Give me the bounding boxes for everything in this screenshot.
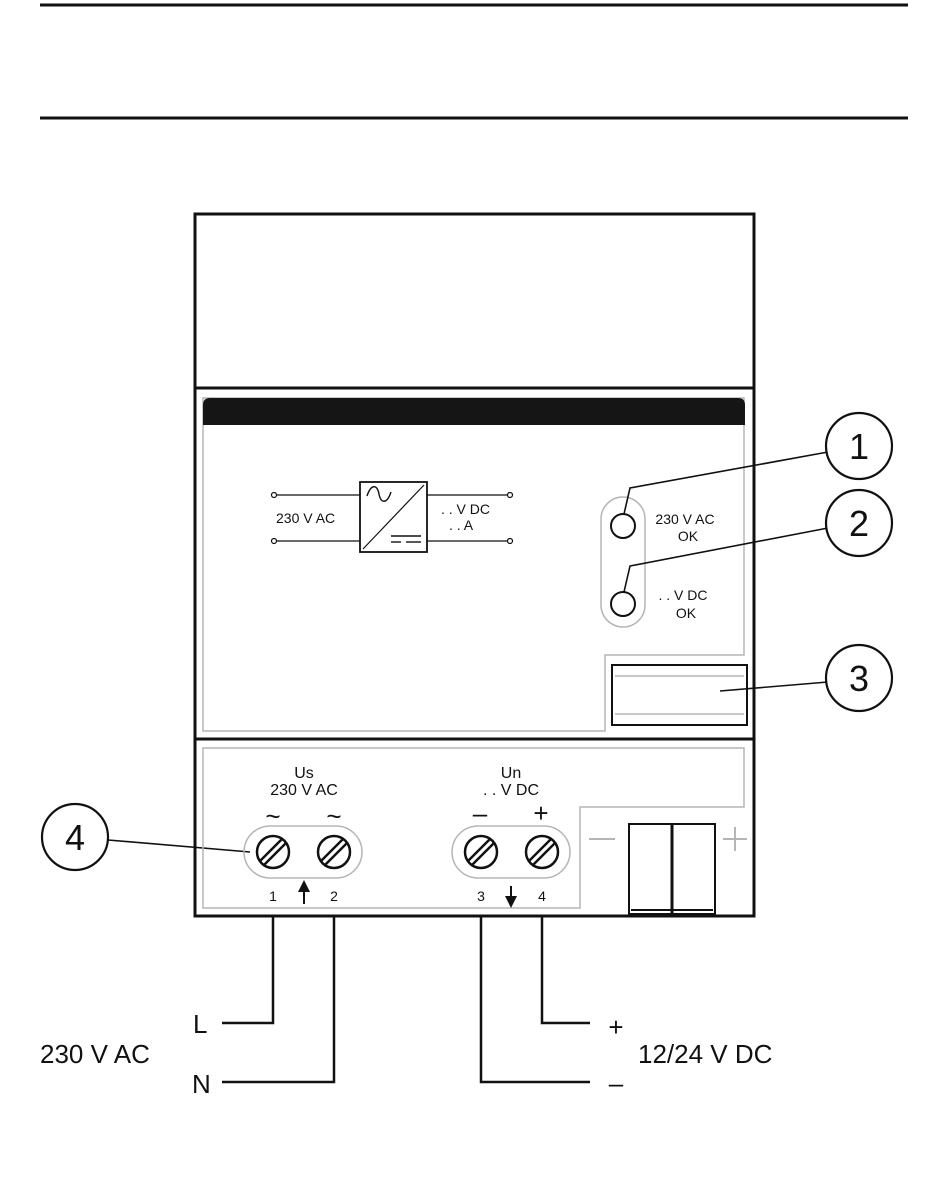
ac-supply-label: 230 V AC <box>40 1039 150 1069</box>
un-title: Un <box>501 765 521 782</box>
led-2-label-line-1: . . V DC <box>658 587 707 603</box>
terminal-number-3: 3 <box>477 888 485 904</box>
wire-label-l: L <box>193 1009 207 1039</box>
screw-terminal-2 <box>318 836 350 868</box>
terminal-number-4: 4 <box>538 888 546 904</box>
wire-label-n: N <box>192 1069 211 1099</box>
callout-4: 4 <box>42 804 108 870</box>
connector-plus-icon <box>723 827 747 851</box>
led-vdc-ok <box>611 592 635 616</box>
led-1-label-line-2: OK <box>678 528 699 544</box>
external-wiring <box>222 916 590 1082</box>
screw-terminal-3 <box>465 836 497 868</box>
callout-3: 3 <box>826 645 892 711</box>
converter-output-voltage: . . V DC <box>441 501 490 517</box>
led-230v-ok <box>611 514 635 538</box>
converter-input-label: 230 V AC <box>276 510 335 526</box>
terminal-number-2: 2 <box>330 888 338 904</box>
converter-symbol: 230 V AC . . V DC . . A <box>272 482 513 552</box>
callout-1: 1 <box>826 413 892 479</box>
wire-dc-minus <box>481 916 590 1082</box>
un-plus-symbol: + <box>533 798 548 828</box>
dc-minus-label: – <box>609 1068 624 1098</box>
led-1-label-line-1: 230 V AC <box>655 511 714 527</box>
converter-output-current: . . A <box>449 517 474 533</box>
callout-2: 2 <box>826 490 892 556</box>
led-2-label-line-2: OK <box>676 605 697 621</box>
input-arrow-up-icon <box>298 880 310 904</box>
us-voltage: 230 V AC <box>270 782 338 799</box>
dc-plus-label: + <box>608 1012 623 1042</box>
wire-line-l <box>222 916 273 1023</box>
un-voltage: . . V DC <box>483 782 539 799</box>
callout-4-number: 4 <box>65 817 85 858</box>
terminal-number-1: 1 <box>269 888 277 904</box>
terminal-section: Us 230 V AC ~ ~ Un . . V DC – + <box>203 748 747 914</box>
led-group: 230 V AC OK . . V DC OK <box>601 497 715 627</box>
callout-1-number: 1 <box>849 426 869 467</box>
un-minus-symbol: – <box>473 798 488 828</box>
dc-output-label: 12/24 V DC <box>638 1039 772 1069</box>
output-connector-block <box>589 824 747 914</box>
output-arrow-down-icon <box>505 886 517 908</box>
wire-neutral-n <box>222 916 334 1082</box>
callout-2-number: 2 <box>849 503 869 544</box>
screw-terminal-1 <box>257 836 289 868</box>
wire-dc-plus <box>542 916 590 1023</box>
screw-terminal-4 <box>526 836 558 868</box>
label-carrier <box>612 665 747 725</box>
callout-3-number: 3 <box>849 658 869 699</box>
us-title: Us <box>294 765 314 782</box>
label-bar <box>203 398 745 425</box>
